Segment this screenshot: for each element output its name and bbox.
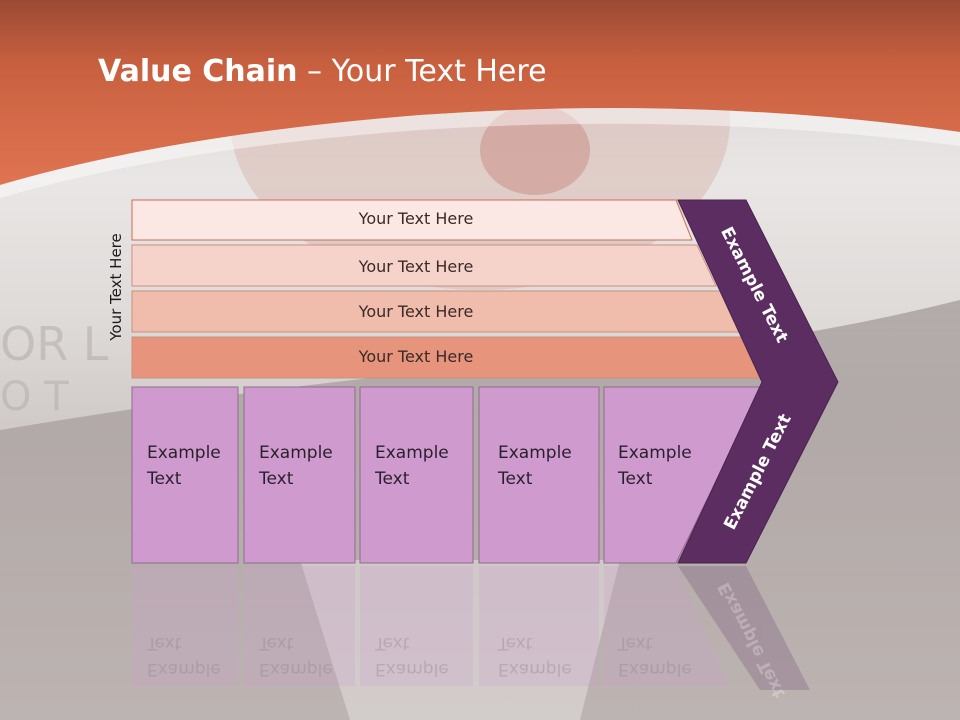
box-5-line1: Example [618,443,692,463]
box-4-reflection-line2: Text [498,633,533,653]
box-3-reflection-line1: Example [375,659,449,679]
box-1-reflection-line2: Text [147,633,182,653]
box-4-reflection: Example Text [498,630,598,682]
box-4-reflection-line1: Example [498,659,572,679]
box-2-reflection: Example Text [259,630,359,682]
box-1-line1: Example [147,443,221,463]
bar-4-label: Your Text Here [358,347,474,366]
box-5-reflection: Example Text [618,630,718,682]
reflection [132,566,810,690]
box-5-reflection-line1: Example [618,659,692,679]
box-2-reflection-line1: Example [259,659,333,679]
title-bold: Value Chain [98,54,298,89]
box-2-line1: Example [259,443,333,463]
box-3-line1: Example [375,443,449,463]
box-1-reflection: Example Text [147,630,247,682]
slide-title: Value Chain – Your Text Here [98,54,547,89]
box-4 [478,386,600,564]
bar-2 [131,244,717,287]
bar-1-label: Your Text Here [358,209,474,228]
box-4-line2: Text [498,469,533,489]
box-1-line2: Text [147,469,182,489]
bar-2-label: Your Text Here [358,257,474,276]
box-5-line2: Text [618,469,653,489]
box-1-reflection-line1: Example [147,659,221,679]
box-2-line2: Text [259,469,294,489]
box-3-line2: Text [375,469,410,489]
box-3-reflection-line2: Text [375,633,410,653]
box-2-reflection-line2: Text [259,633,294,653]
chevron-arrow [677,199,839,564]
box-5-reflection-line2: Text [618,633,653,653]
svg-text:OR L: OR L [0,317,109,371]
box-5 [603,386,763,564]
box-3-reflection: Example Text [375,630,475,682]
title-rest: – Your Text Here [297,54,547,89]
box-4-line1: Example [498,443,572,463]
box-3 [359,386,474,564]
bar-3-label: Your Text Here [358,302,474,321]
svg-text:O T: O T [0,374,69,420]
box-2 [243,386,356,564]
bar-1 [131,199,693,241]
box-1 [131,386,239,564]
